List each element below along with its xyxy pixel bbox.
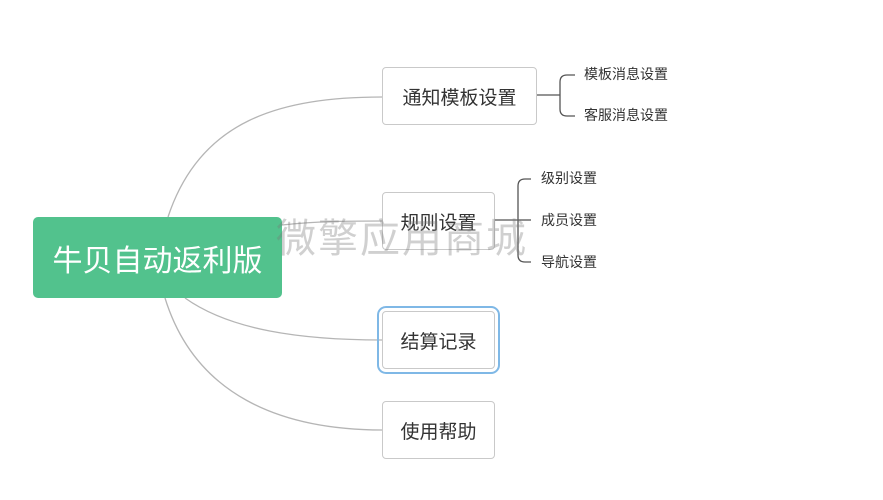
link-root-branch-3: [164, 297, 384, 431]
link-branch1-child2: [517, 220, 531, 263]
link-branch1-child0: [517, 178, 531, 220]
leaf-template-message-settings[interactable]: 模板消息设置: [584, 67, 668, 83]
link-root-branch-2: [184, 297, 384, 341]
leaf-customer-service-message-settings[interactable]: 客服消息设置: [584, 108, 668, 124]
branch-node-label: 规则设置: [400, 211, 477, 234]
link-root-branch-0: [167, 96, 384, 218]
leaf-member-settings[interactable]: 成员设置: [541, 213, 597, 229]
root-node[interactable]: 牛贝自动返利版: [33, 217, 282, 298]
leaf-navigation-settings[interactable]: 导航设置: [541, 255, 597, 271]
branch-node-settlement-records[interactable]: 结算记录: [377, 306, 500, 374]
link-branch0-child0: [559, 74, 575, 95]
branch-node-notify-template[interactable]: 通知模板设置: [382, 67, 537, 125]
branch-node-label: 通知模板设置: [402, 86, 517, 109]
root-node-label: 牛贝自动返利版: [52, 243, 263, 279]
leaf-level-settings[interactable]: 级别设置: [541, 171, 597, 187]
branch-node-label: 结算记录: [400, 330, 477, 353]
link-branch0-child1: [559, 95, 575, 117]
link-root-branch-1: [281, 220, 384, 226]
branch-node-label: 使用帮助: [400, 420, 477, 443]
branch-node-rule-settings[interactable]: 规则设置: [382, 192, 495, 250]
branch-node-help[interactable]: 使用帮助: [382, 401, 495, 459]
